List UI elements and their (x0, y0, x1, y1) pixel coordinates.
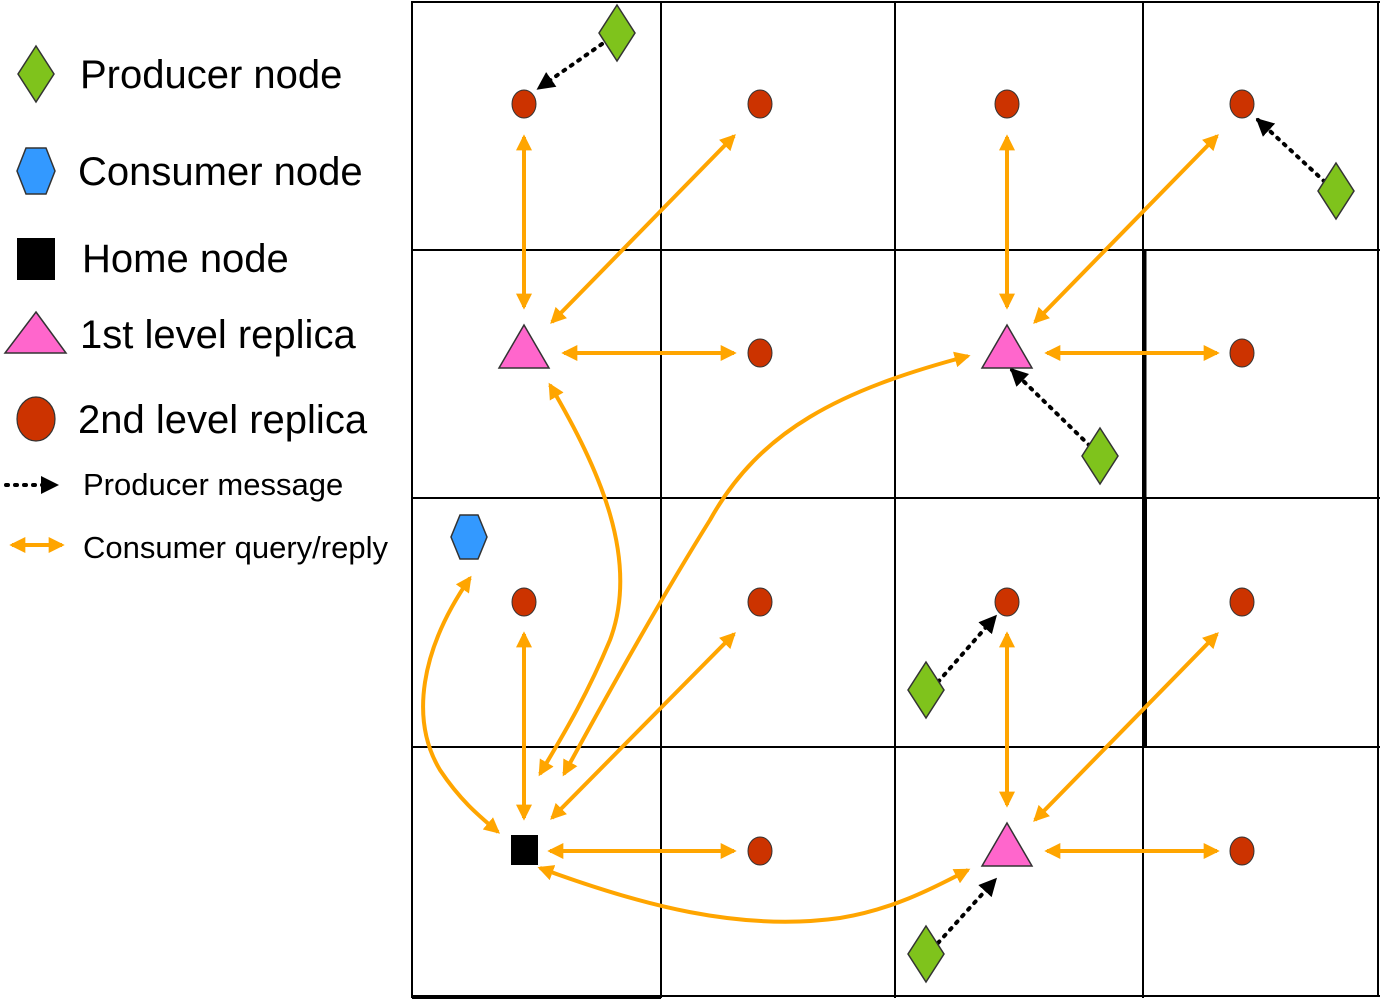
first-level-replica-node (980, 821, 1034, 867)
legend-label-producer: Producer node (80, 53, 342, 97)
second-level-replica-node (994, 89, 1020, 119)
legend-item-producer: Producer node (17, 44, 342, 104)
producer-nodes (598, 3, 1355, 984)
producer-node-icon (17, 44, 55, 104)
consumer-node (450, 514, 488, 560)
second-level-replica-node (1229, 89, 1255, 119)
producer-message-arrows (536, 42, 1327, 945)
second-level-replica-node (994, 587, 1020, 617)
second-level-replica-node (747, 89, 773, 119)
legend-item-producer-message: Producer message (4, 467, 343, 502)
legend-item-consumer-query: Consumer query/reply (9, 530, 388, 565)
producer-node (907, 924, 945, 984)
legend-label-consumer-query: Consumer query/reply (83, 530, 388, 565)
legend-label-home: Home node (82, 237, 289, 281)
second-level-replica-icon (16, 396, 56, 442)
second-level-replica-node (747, 587, 773, 617)
consumer-query-arrows (421, 134, 1220, 924)
legend-label-producer-message: Producer message (83, 467, 343, 502)
first-level-replicas (497, 323, 1034, 867)
home-node (511, 835, 538, 865)
second-level-replica-node (747, 338, 773, 368)
home-node-icon (17, 238, 55, 280)
second-level-replica-node (747, 836, 773, 866)
second-level-replica-node (1229, 587, 1255, 617)
first-level-replica-node (497, 323, 551, 369)
second-level-replica-node (511, 587, 537, 617)
producer-node (1081, 426, 1119, 486)
legend-label-consumer: Consumer node (78, 150, 363, 194)
legend-item-consumer: Consumer node (16, 147, 363, 195)
legend-label-replica1: 1st level replica (80, 313, 356, 357)
second-level-replicas (511, 89, 1255, 866)
producer-node (598, 3, 636, 63)
first-level-replica-node (980, 323, 1034, 369)
first-level-replica-icon (3, 310, 68, 354)
legend-label-replica2: 2nd level replica (78, 398, 368, 442)
second-level-replica-node (1229, 836, 1255, 866)
legend-item-replica1: 1st level replica (3, 310, 356, 357)
producer-node (1317, 161, 1355, 221)
legend: Producer node Consumer node Home node 1s… (3, 44, 388, 565)
legend-item-home: Home node (17, 237, 289, 281)
consumer-node-icon (16, 147, 56, 195)
legend-item-replica2: 2nd level replica (16, 396, 368, 442)
second-level-replica-node (511, 89, 537, 119)
producer-node (907, 660, 945, 720)
second-level-replica-node (1229, 338, 1255, 368)
